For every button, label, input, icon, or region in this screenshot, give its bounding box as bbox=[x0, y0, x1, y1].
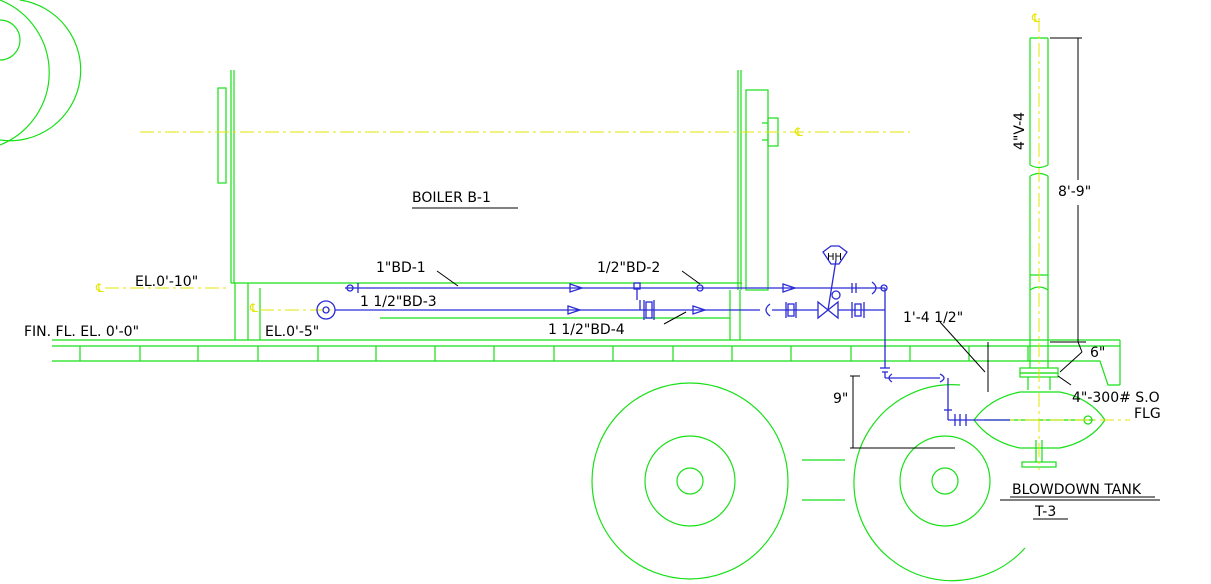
centerline-symbol: ℄ bbox=[1031, 11, 1040, 25]
elevation-5-label: EL.0'-5" bbox=[265, 324, 319, 340]
boiler-label: BOILER B-1 bbox=[412, 190, 491, 206]
dimension-9: 9" bbox=[833, 391, 848, 407]
center-lines: ℄ ℄ ℄ ℄ bbox=[95, 11, 1130, 470]
centerline-symbol: ℄ bbox=[249, 301, 258, 315]
elevation-10-label: EL.0'-10" bbox=[135, 274, 198, 290]
dimension-1-4-1-2: 1'-4 1/2" bbox=[903, 310, 963, 326]
dimension-8-9: 8'-9" bbox=[1058, 184, 1091, 200]
finished-floor bbox=[52, 339, 1121, 386]
centerline-symbol: ℄ bbox=[794, 125, 803, 139]
vent-label: 4"V-4 bbox=[1012, 112, 1028, 150]
tank-label: BLOWDOWN TANK bbox=[1012, 482, 1142, 498]
bd1-label: 1"BD-1 bbox=[376, 260, 426, 276]
centerline-symbol: ℄ bbox=[95, 281, 104, 295]
tank-tag: T-3 bbox=[1034, 504, 1056, 520]
flange-label-2: FLG bbox=[1134, 406, 1161, 422]
trailer-wheels bbox=[591, 382, 1026, 582]
flange-label: 4"-300# S.O bbox=[1072, 390, 1160, 406]
blowdown-piping bbox=[316, 245, 1010, 426]
finished-floor-label: FIN. FL. EL. 0'-0" bbox=[24, 324, 139, 340]
equipment-outlines bbox=[0, 0, 1121, 582]
dimension-6: 6" bbox=[1090, 345, 1105, 361]
bd3-label: 1 1/2"BD-3 bbox=[360, 294, 437, 310]
arc-top-left bbox=[0, 0, 50, 146]
bd4-label: 1 1/2"BD-4 bbox=[548, 322, 625, 338]
dimension-lines bbox=[412, 37, 1160, 520]
boiler-body bbox=[217, 70, 779, 340]
valve-tag: HH bbox=[827, 252, 842, 263]
valve-tag-hexagon bbox=[822, 245, 848, 265]
bd2-label: 1/2"BD-2 bbox=[597, 260, 660, 276]
text-labels: BOILER B-1 EL.0'-10" FIN. FL. EL. 0'-0" … bbox=[24, 112, 1161, 520]
